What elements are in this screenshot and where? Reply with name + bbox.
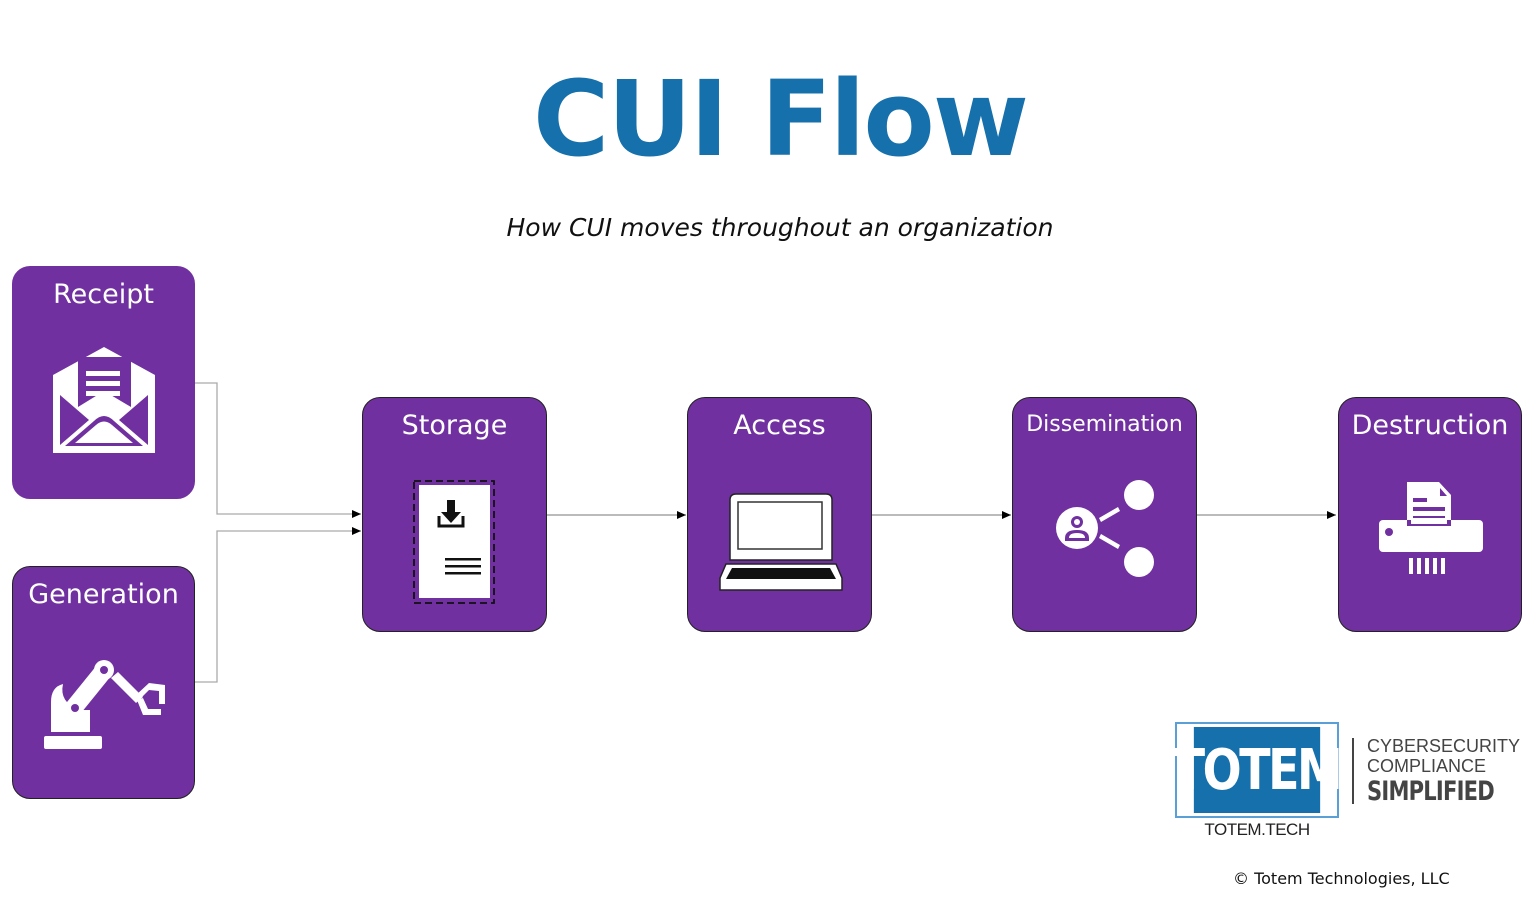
copyright: © Totem Technologies, LLC <box>1233 869 1450 888</box>
logo-tagline-1: CYBERSECURITY <box>1367 736 1521 756</box>
node-generation: Generation <box>12 566 195 799</box>
node-receipt: Receipt <box>12 266 195 499</box>
totem-logo: TOTEM <box>1174 722 1343 818</box>
node-label: Dissemination <box>1026 412 1183 437</box>
logo-url: TOTEM.TECH <box>1204 820 1310 839</box>
node-label: Generation <box>28 579 179 610</box>
share-user-icon <box>1056 480 1154 577</box>
logo-divider <box>1352 738 1354 804</box>
edge-receipt-storage <box>195 382 361 518</box>
page-title: CUI Flow <box>533 58 1029 180</box>
node-destruction: Destruction <box>1338 397 1522 632</box>
node-dissemination: Dissemination <box>1012 397 1197 632</box>
node-label: Access <box>733 410 826 441</box>
logo-tagline-3: SIMPLIFIED <box>1367 776 1495 807</box>
logo-tagline-2: COMPLIANCE <box>1367 756 1487 776</box>
node-storage: Storage <box>362 397 547 632</box>
robot-arm-icon <box>44 660 165 749</box>
envelope-open-icon <box>53 347 155 453</box>
edge-generation-storage <box>195 527 361 683</box>
node-label: Receipt <box>53 279 154 310</box>
node-access: Access <box>687 397 872 632</box>
laptop-icon <box>719 493 843 591</box>
document-download-icon <box>413 480 495 604</box>
node-label: Destruction <box>1351 410 1509 441</box>
page-subtitle: How CUI moves throughout an organization <box>506 213 1054 242</box>
shredder-icon <box>1379 482 1483 574</box>
logo-brand: TOTEM <box>1174 727 1343 813</box>
node-label: Storage <box>401 410 508 441</box>
